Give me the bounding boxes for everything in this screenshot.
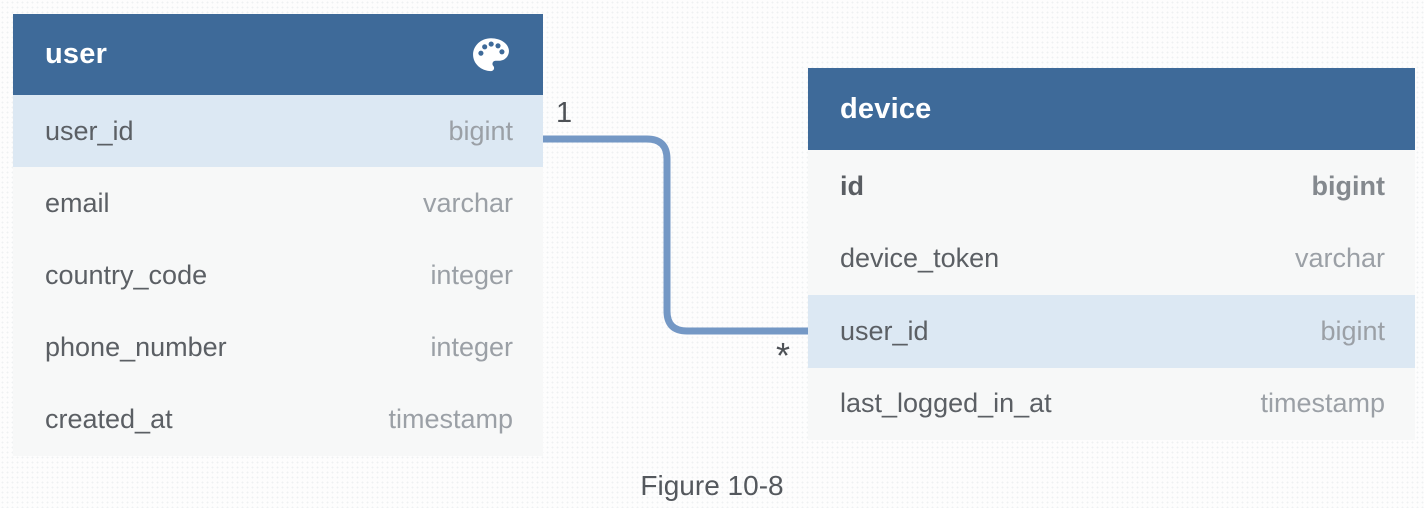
column-name: device_token <box>840 243 1000 274</box>
table-user-row-user_id[interactable]: user_id bigint <box>13 95 543 168</box>
table-device-title: device <box>840 92 932 125</box>
table-user-row-created_at[interactable]: created_at timestamp <box>13 383 543 456</box>
column-name: user_id <box>45 115 134 146</box>
table-device-header[interactable]: device <box>808 68 1415 150</box>
table-user-row-email[interactable]: email varchar <box>13 167 543 240</box>
figure-caption: Figure 10-8 <box>640 470 784 501</box>
column-type: integer <box>430 332 513 363</box>
column-name: id <box>840 170 864 201</box>
table-device-row-id[interactable]: id bigint <box>808 150 1415 223</box>
table-user-row-country_code[interactable]: country_code integer <box>13 239 543 312</box>
palette-icon[interactable] <box>469 34 513 75</box>
cardinality-many-label: * <box>776 335 791 376</box>
cardinality-one-label: 1 <box>556 97 573 129</box>
column-type: bigint <box>448 115 513 146</box>
table-device-row-last_logged_in_at[interactable]: last_logged_in_at timestamp <box>808 367 1415 440</box>
column-type: varchar <box>1294 243 1385 274</box>
column-type: bigint <box>1320 315 1385 346</box>
table-user-header[interactable]: user <box>13 14 543 95</box>
column-name: country_code <box>45 259 208 290</box>
table-device[interactable]: device id bigint device_token varchar us… <box>808 68 1415 440</box>
table-user-title: user <box>45 38 108 70</box>
column-type: integer <box>430 259 513 290</box>
column-type: bigint <box>1311 170 1385 201</box>
column-name: last_logged_in_at <box>840 388 1052 419</box>
table-user[interactable]: user user_id bigint email varchar countr… <box>13 14 543 456</box>
column-name: phone_number <box>45 332 227 363</box>
table-user-row-phone_number[interactable]: phone_number integer <box>13 311 543 384</box>
column-name: email <box>45 187 110 218</box>
column-type: varchar <box>422 187 513 218</box>
table-device-row-user_id[interactable]: user_id bigint <box>808 295 1415 368</box>
column-type: timestamp <box>1260 388 1385 419</box>
column-name: created_at <box>45 404 173 435</box>
column-type: timestamp <box>388 404 513 435</box>
table-device-row-device_token[interactable]: device_token varchar <box>808 222 1415 295</box>
column-name: user_id <box>840 315 929 346</box>
